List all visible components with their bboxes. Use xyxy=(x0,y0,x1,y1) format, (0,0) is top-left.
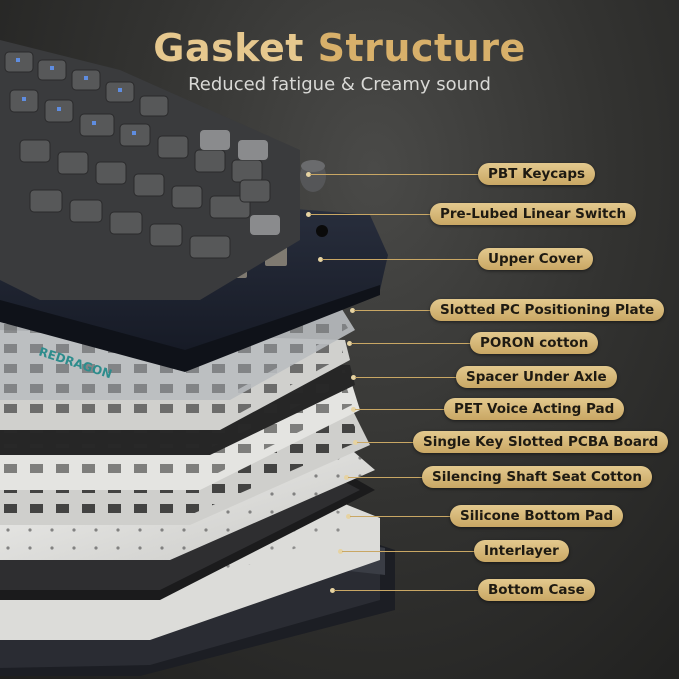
label-pcba-board: Single Key Slotted PCBA Board xyxy=(413,431,669,453)
callout-dot xyxy=(330,588,335,593)
label-pc-positioning-plate: Slotted PC Positioning Plate xyxy=(430,299,665,321)
callout-line xyxy=(348,477,426,478)
label-silicone-bottom-pad: Silicone Bottom Pad xyxy=(450,505,624,527)
title-word-structure: Structure xyxy=(317,26,526,70)
callout-line xyxy=(310,174,480,175)
callout-dot xyxy=(344,475,349,480)
callout-line xyxy=(310,214,432,215)
callout-dot xyxy=(351,375,356,380)
callout-line xyxy=(355,409,447,410)
callout-dot xyxy=(338,549,343,554)
callout-dot xyxy=(350,308,355,313)
callout-line xyxy=(357,442,417,443)
label-bottom-case: Bottom Case xyxy=(478,579,595,601)
label-interlayer: Interlayer xyxy=(474,540,569,562)
callout-line xyxy=(334,590,480,591)
label-spacer-under-axle: Spacer Under Axle xyxy=(456,366,617,388)
label-linear-switch: Pre-Lubed Linear Switch xyxy=(430,203,637,225)
page-subtitle: Reduced fatigue & Creamy sound xyxy=(188,74,491,95)
page-title: Gasket Structure xyxy=(0,26,679,70)
callout-dot xyxy=(318,257,323,262)
callout-dot xyxy=(306,212,311,217)
label-upper-cover: Upper Cover xyxy=(478,248,593,270)
label-pbt-keycaps: PBT Keycaps xyxy=(478,163,596,185)
callout-line xyxy=(355,377,460,378)
callout-dot xyxy=(347,341,352,346)
callout-line xyxy=(322,259,482,260)
callout-line xyxy=(342,551,476,552)
callout-dot xyxy=(346,514,351,519)
title-word-gasket: Gasket xyxy=(153,26,304,70)
label-silencing-cotton: Silencing Shaft Seat Cotton xyxy=(422,466,652,488)
callout-line xyxy=(350,516,454,517)
label-pet-voice-pad: PET Voice Acting Pad xyxy=(444,398,625,420)
callout-line xyxy=(354,310,432,311)
label-poron-cotton: PORON cotton xyxy=(470,332,599,354)
callout-dot xyxy=(353,440,358,445)
keycaps-layer xyxy=(0,40,326,300)
callout-dot xyxy=(306,172,311,177)
callout-dot xyxy=(351,407,356,412)
callout-line xyxy=(351,343,473,344)
